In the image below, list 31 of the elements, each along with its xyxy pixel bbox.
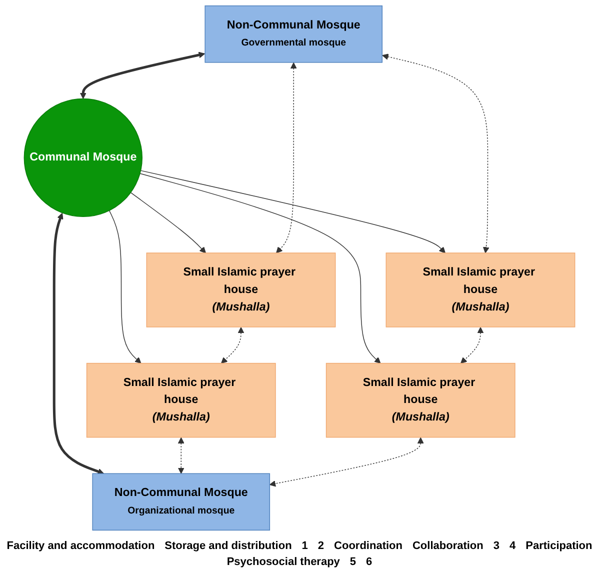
node-box: Small Islamic prayer house (Mushalla) <box>146 252 336 328</box>
node-circle: Communal Mosque <box>24 98 142 218</box>
node-box: Small Islamic prayer house (Mushalla) <box>86 362 276 438</box>
arrow <box>276 62 297 254</box>
arrow <box>52 212 104 475</box>
diagram-label: Coordination <box>334 540 402 552</box>
diagram-label: Facility and accommodation <box>6 540 155 552</box>
arrow <box>130 192 206 254</box>
arrow <box>80 52 206 99</box>
arrow <box>382 54 490 254</box>
diagram-label: Psychosocial therapy <box>226 556 340 568</box>
diagram-label: Participation <box>526 540 592 552</box>
arrow <box>269 437 424 487</box>
diagram-label: 5 <box>350 556 356 568</box>
node-box: Small Islamic prayer house (Mushalla) <box>326 362 516 438</box>
arrow <box>221 327 244 364</box>
arrow <box>140 170 446 254</box>
diagram-label: 4 <box>510 540 516 552</box>
diagram-label: 1 <box>302 540 308 552</box>
node-box: Non-Communal Mosque Organizational mosque <box>92 473 270 531</box>
diagram-label: 6 <box>366 556 372 568</box>
diagram-label: 2 <box>318 540 324 552</box>
node-box: Non-Communal Mosque Governmental mosque <box>204 5 383 63</box>
arrow <box>140 173 381 364</box>
arrow <box>460 327 484 364</box>
diagram-label: Collaboration <box>412 540 484 552</box>
diagram-label: 3 <box>493 540 500 552</box>
node-box: Small Islamic prayer house (Mushalla) <box>386 252 576 328</box>
arrow <box>108 210 142 364</box>
diagram-label: Storage and distribution <box>164 540 292 552</box>
arrow <box>178 437 184 474</box>
